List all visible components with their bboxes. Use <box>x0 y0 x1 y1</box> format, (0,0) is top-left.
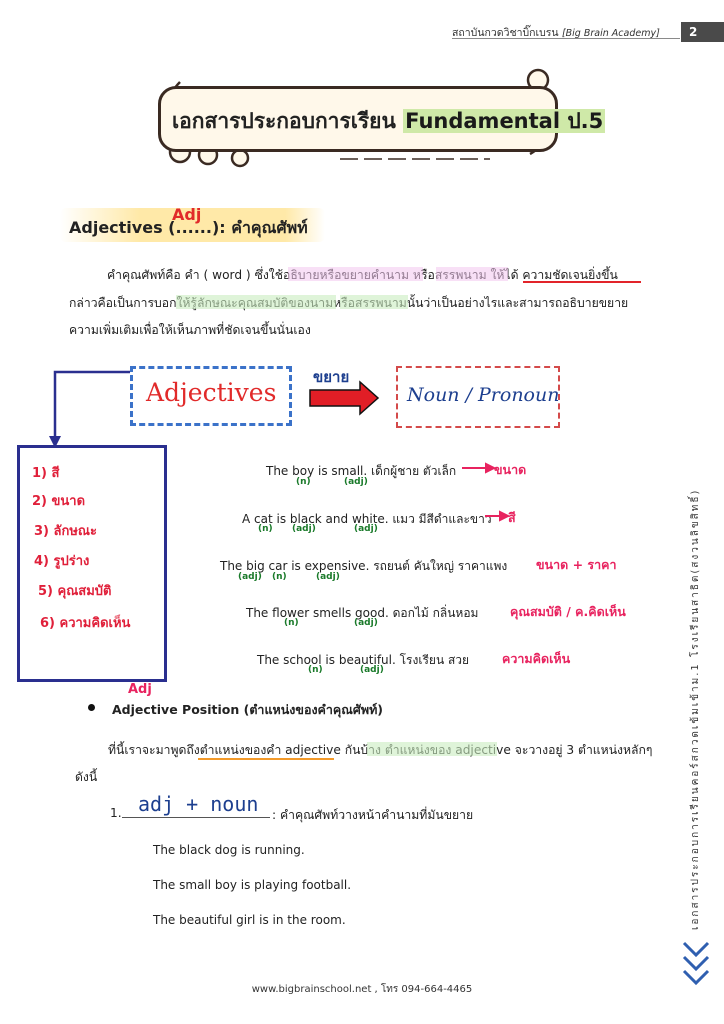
position-annotation: Adj <box>128 682 152 697</box>
item-description: : คำคุณศัพท์วางหน้าคำนามที่มันขยาย <box>272 808 474 822</box>
adjective-label: (adj) <box>238 572 262 582</box>
adjectives-label: Adjectives <box>146 378 277 407</box>
highlight-mark <box>436 267 508 281</box>
expand-label: ขยาย <box>313 368 350 386</box>
example-arrows <box>462 462 510 522</box>
example-note: ความคิดเห็น <box>502 651 571 666</box>
example-note: คุณสมบัติ / ค.คิดเห็น <box>510 604 626 619</box>
highlight-mark <box>367 742 497 756</box>
category-item: 3) ลักษณะ <box>34 524 97 539</box>
adjective-label: (adj) <box>344 477 368 487</box>
side-copyright-text: เอกสารประกอบการเรียนคอร์สกวดเข้มเข้าม.1 … <box>690 488 701 930</box>
example-sentence: The flower smells good. ดอกไม้ กลิ่นหอม <box>246 606 479 620</box>
section-heading: Adjectives (......): คำคุณศัพท์ <box>69 216 308 241</box>
institute-thai-name: สถาบันกวดวิชาบิ๊กเบรน <box>452 27 559 39</box>
example-sentence: The big car is expensive. รถยนต์ คันใหญ่… <box>220 559 508 573</box>
highlight-mark <box>176 295 336 309</box>
heading-annotation: Adj <box>172 205 202 224</box>
category-item: 4) รูปร่าง <box>34 554 90 569</box>
highlight-mark <box>340 295 408 309</box>
header-divider <box>452 38 680 39</box>
heading-suffix: ): คำคุณศัพท์ <box>211 218 308 237</box>
heading-blank: ...... <box>175 218 212 237</box>
noun-label: (n) <box>308 665 323 675</box>
example-note: สี <box>508 510 516 525</box>
noun-label: (n) <box>258 524 273 534</box>
example-note: ขนาด + ราคา <box>536 557 617 572</box>
adjective-label: (adj) <box>354 524 378 534</box>
category-item: 2) ขนาด <box>32 494 86 509</box>
item-number: 1. <box>110 806 122 820</box>
paragraph-line-3: ความเพิ่มเติมเพื่อให้เห็นภาพที่ชัดเจนขึ้… <box>69 323 311 337</box>
adjectives-box <box>130 366 292 426</box>
chevron-down-icon <box>682 941 710 986</box>
underline-mark <box>198 758 334 760</box>
example-sentence: The school is beautiful. โรงเรียน สวย <box>257 653 470 667</box>
position-intro-line-2: ดังนี้ <box>75 770 98 784</box>
fill-blank-line <box>122 817 270 818</box>
noun-label: (n) <box>272 572 287 582</box>
position-heading: Adjective Position (ตำแหน่งของคำคุณศัพท์… <box>112 702 384 717</box>
adjective-label: (adj) <box>316 572 340 582</box>
noun-label: (n) <box>296 477 311 487</box>
underline-mark <box>523 281 641 283</box>
noun-pronoun-label: Noun / Pronoun <box>407 384 560 406</box>
diagram-connectors <box>49 370 380 448</box>
category-item: 6) ความคิดเห็น <box>40 616 131 631</box>
item-fill-answer: adj + noun <box>138 792 259 816</box>
title-thai: เอกสารประกอบการเรียน <box>172 109 396 133</box>
noun-label: (n) <box>284 618 299 628</box>
adjective-label: (adj) <box>292 524 316 534</box>
institute-en-name: [Big Brain Academy] <box>561 28 660 39</box>
page-number: 2 <box>681 22 724 42</box>
heading-prefix: Adjectives ( <box>69 218 176 237</box>
example-note: ขนาด <box>494 462 527 477</box>
adjective-label: (adj) <box>354 618 378 628</box>
section-heading-highlight <box>60 208 325 242</box>
noun-pronoun-box <box>396 366 560 428</box>
bullet-point <box>88 704 95 711</box>
adjective-label: (adj) <box>360 665 384 675</box>
footer-contact: www.bigbrainschool.net , โทร 094-664-446… <box>251 984 473 995</box>
document-title: เอกสารประกอบการเรียน Fundamental ป.5 <box>172 105 606 138</box>
category-item: 5) คุณสมบัติ <box>38 584 112 599</box>
position-example: The beautiful girl is in the room. <box>153 913 346 927</box>
position-example: The small boy is playing football. <box>153 878 352 892</box>
position-example: The black dog is running. <box>153 843 305 857</box>
title-en: Fundamental ป.5 <box>403 109 606 133</box>
example-sentence: The boy is small. เด็กผู้ชาย ตัวเล็ก <box>266 464 457 478</box>
category-list-box <box>17 445 167 682</box>
example-sentence: A cat is black and white. แมว มีสีดำและข… <box>242 512 492 526</box>
header-institute: สถาบันกวดวิชาบิ๊กเบรน [Big Brain Academy… <box>452 24 660 41</box>
category-item: 1) สี <box>32 466 60 481</box>
highlight-mark <box>288 267 423 281</box>
